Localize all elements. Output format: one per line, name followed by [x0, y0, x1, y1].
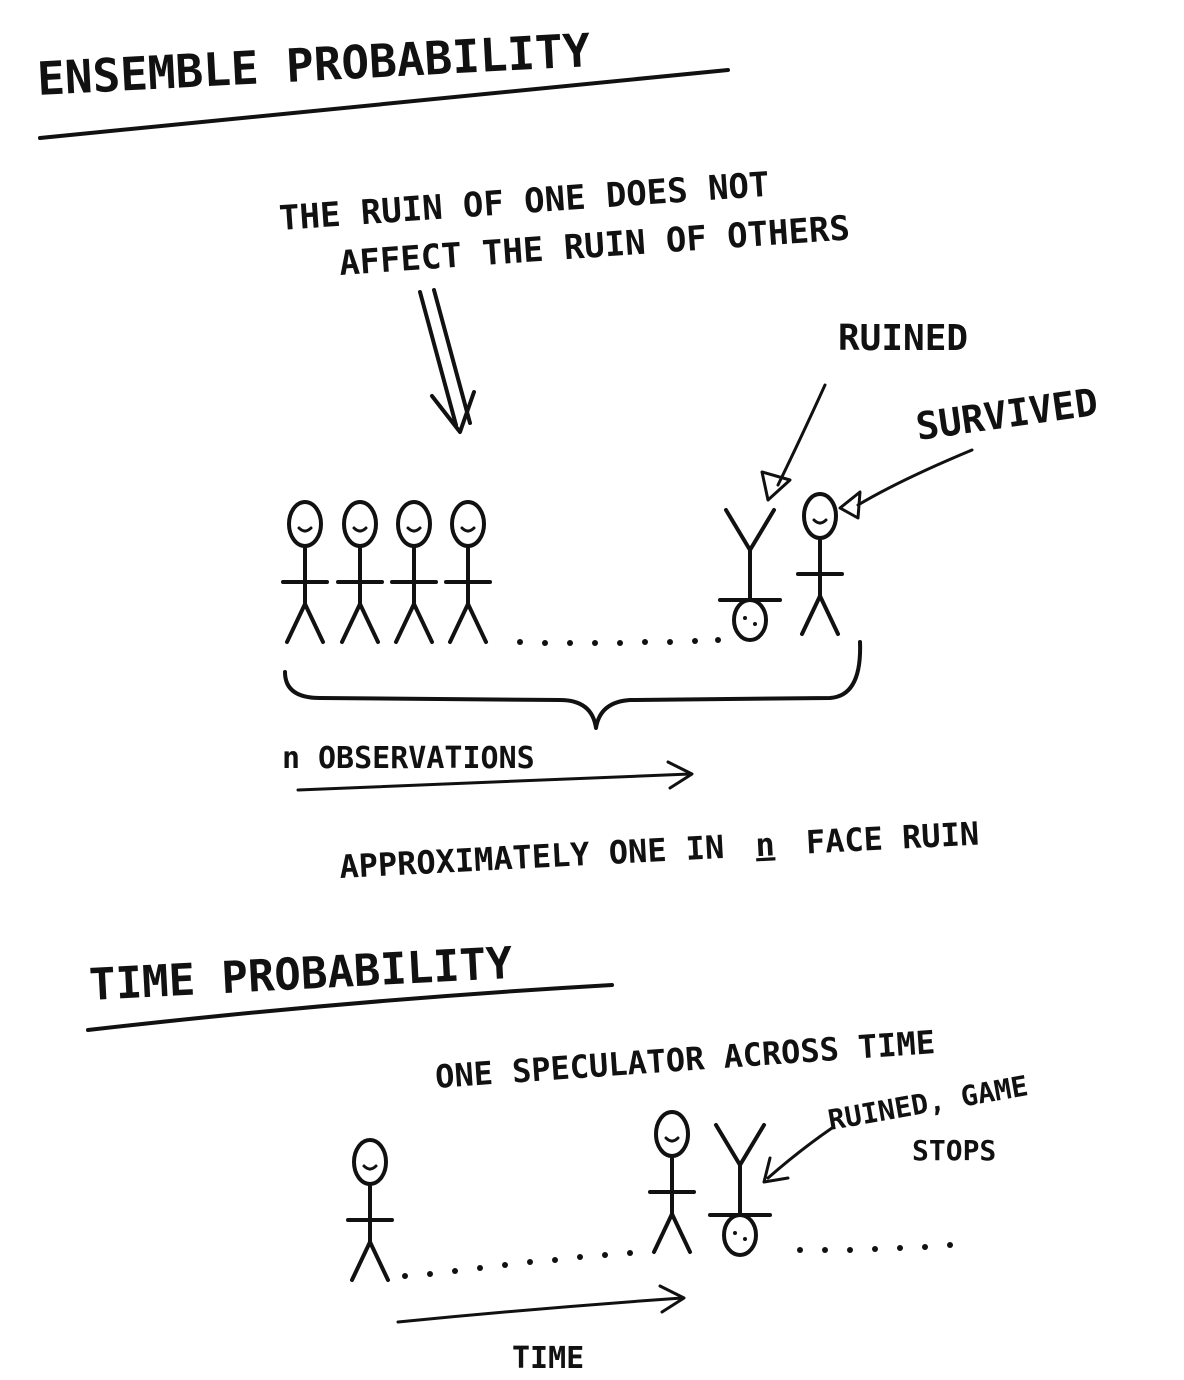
ensemble-heading-underline: [38, 68, 730, 140]
label-observations-n: n: [282, 741, 300, 776]
time-axis-label: TIME: [512, 1341, 584, 1376]
observations-arrow-icon: [296, 760, 694, 792]
stick-figure-ruined: [718, 508, 782, 642]
stick-figure-survivor: [390, 500, 438, 644]
conclusion-n: n: [754, 825, 775, 864]
stick-figure-survived: [796, 492, 844, 636]
stick-figure-survivor: [281, 500, 329, 644]
stick-figure-speculator-ruined: [708, 1123, 772, 1257]
label-ruined-game-line2: STOPS: [912, 1134, 996, 1167]
time-arrow-icon: [396, 1284, 686, 1324]
label-observations: OBSERVATIONS: [318, 741, 535, 776]
conclusion-text: APPROXIMATELY ONE IN n FACE RUIN: [338, 815, 980, 886]
ruined-arrow-icon: [760, 383, 827, 502]
double-down-arrow-icon: [418, 288, 476, 434]
conclusion-pre: APPROXIMATELY ONE IN: [338, 828, 725, 886]
label-survived: SURVIVED: [913, 380, 1100, 449]
stick-figure-speculator-later: [648, 1110, 696, 1254]
label-ruined: RUINED: [838, 318, 968, 359]
time-heading: TIME PROBABILITY: [88, 938, 514, 1011]
stick-figure-survivor: [336, 500, 384, 644]
time-ellipsis-dots-before: [402, 1250, 633, 1279]
observations-brace: [283, 640, 863, 730]
survived-arrow-icon: [838, 448, 974, 520]
time-heading-underline: [86, 983, 614, 1032]
label-ruined-game-line1: RUINED, GAME: [825, 1069, 1030, 1137]
ellipsis-dots: [517, 637, 721, 646]
conclusion-post: FACE RUIN: [805, 815, 980, 862]
stick-figure-speculator-start: [346, 1138, 394, 1282]
time-note: ONE SPECULATOR ACROSS TIME: [434, 1023, 936, 1096]
ruined-game-arrow-icon: [762, 1126, 834, 1184]
time-ellipsis-dots-after: [797, 1242, 953, 1253]
stick-figure-survivor: [444, 500, 492, 644]
